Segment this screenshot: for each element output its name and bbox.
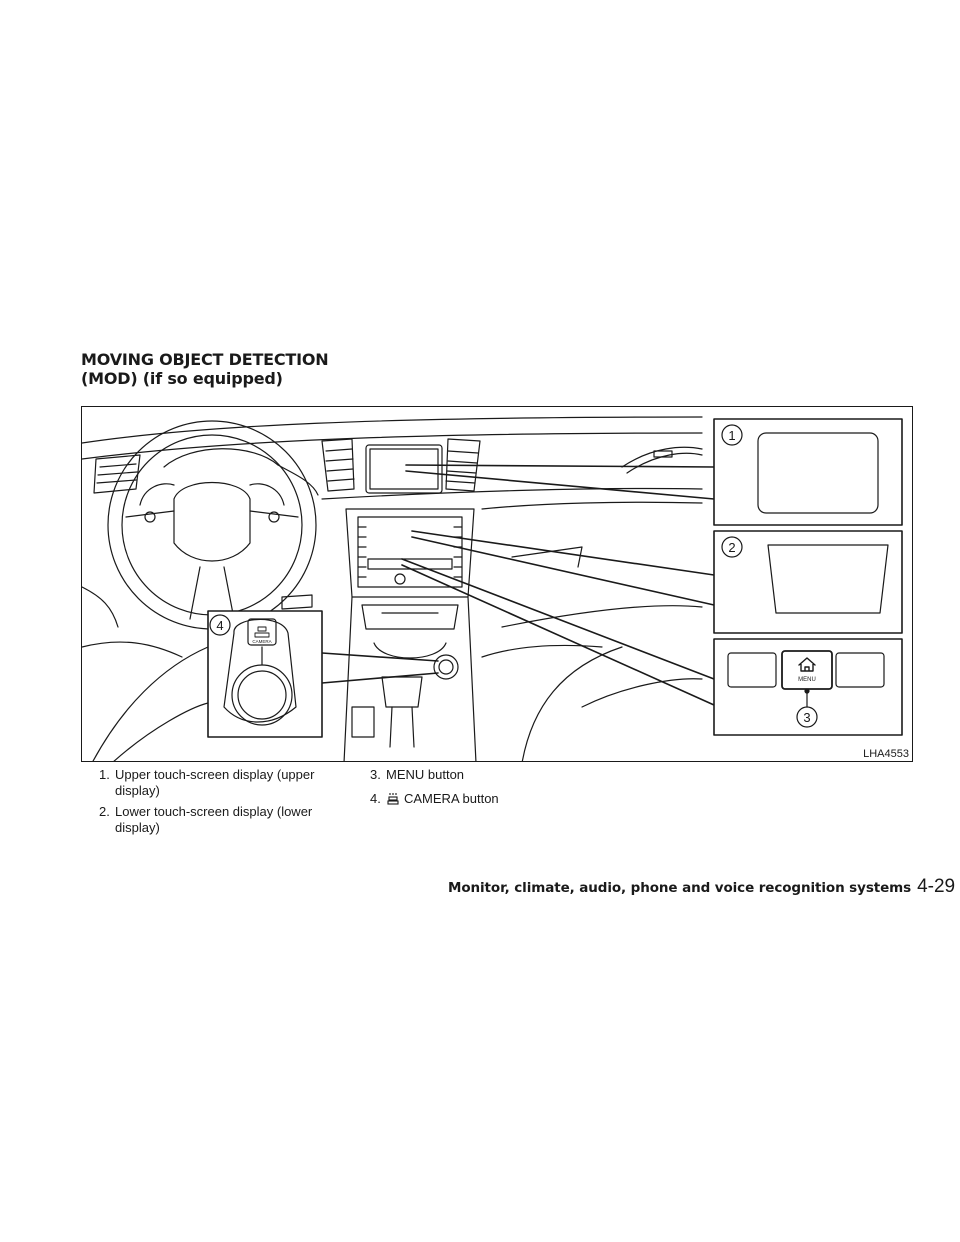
marker-3: 3 <box>803 710 810 725</box>
section-heading-line-1: MOVING OBJECT DETECTION <box>81 350 329 369</box>
figure-code: LHA4553 <box>863 748 909 760</box>
marker-1: 1 <box>728 428 735 443</box>
section-heading-line-2: (MOD) (if so equipped) <box>81 369 283 388</box>
callout-text: Upper touch-screen display (upper displa… <box>115 767 315 798</box>
callout-item: 1. Upper touch-screen display (upper dis… <box>81 767 353 799</box>
callout-number: 4. <box>370 791 381 806</box>
dashboard-illustration: 1 2 3 4 MENU CAMERA LHA4553 <box>81 406 913 762</box>
camera-button-label: CAMERA <box>252 639 271 644</box>
callout-number: 3. <box>370 767 381 782</box>
menu-button-label: MENU <box>798 677 816 683</box>
marker-2: 2 <box>728 540 735 555</box>
callout-text: Lower touch-screen display (lower displa… <box>115 804 313 835</box>
page-number: 4-29 <box>917 876 956 897</box>
footer-section-title: Monitor, climate, audio, phone and voice… <box>448 880 912 896</box>
callout-item: 4. CAMERA button <box>370 791 670 807</box>
callout-number: 1. <box>99 767 110 782</box>
callout-list-right: 3. MENU button 4. CAMERA button <box>370 767 670 812</box>
marker-4: 4 <box>216 618 223 633</box>
section-heading: MOVING OBJECT DETECTION (MOD) (if so equ… <box>81 350 329 388</box>
camera-icon <box>387 793 399 805</box>
callout-list-left: 1. Upper touch-screen display (upper dis… <box>81 767 353 841</box>
callout-number: 2. <box>99 804 110 819</box>
callout-text: MENU button <box>386 767 465 782</box>
callout-item: 2. Lower touch-screen display (lower dis… <box>81 804 353 836</box>
callout-item: 3. MENU button <box>370 767 670 783</box>
page-footer: Monitor, climate, audio, phone and voice… <box>448 876 955 898</box>
callout-text: CAMERA button <box>404 791 499 806</box>
